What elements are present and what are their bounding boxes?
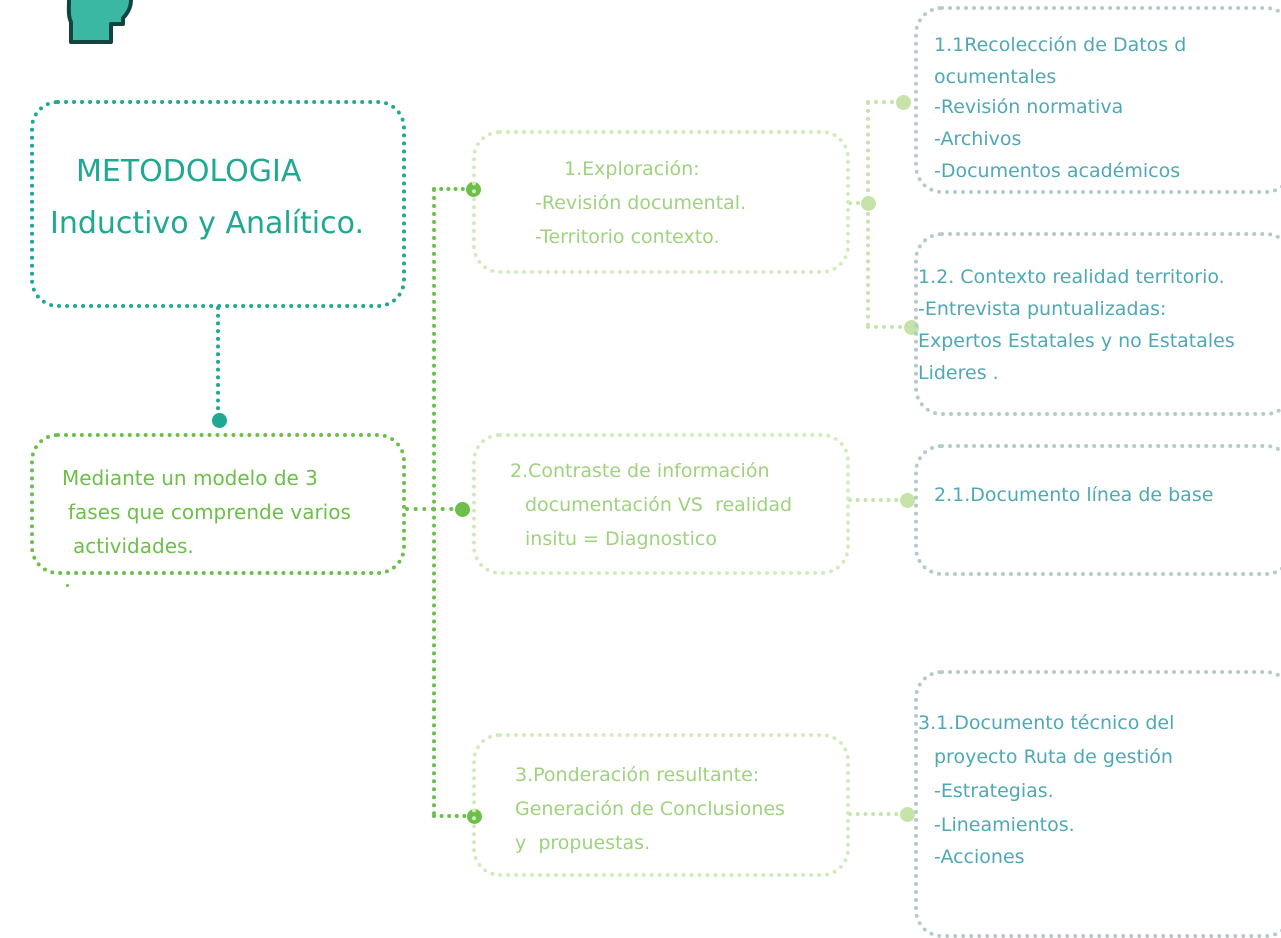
connector-branch-to-detail-1 bbox=[866, 100, 902, 104]
detail-1-1-line-2: ocumentales bbox=[934, 66, 1057, 88]
phase-2-line-3: insitu = Diagnostico bbox=[525, 528, 717, 550]
detail-1-2-box bbox=[914, 232, 1281, 416]
detail-1-2-line-2: -Entrevista puntualizadas: bbox=[918, 298, 1167, 320]
connector-node bbox=[899, 492, 915, 508]
model-line-3: actividades. bbox=[73, 534, 194, 558]
detail-3-1-line-1: 3.1.Documento técnico del bbox=[918, 712, 1175, 734]
stray-dot bbox=[66, 584, 69, 587]
detail-2-1-box bbox=[914, 444, 1281, 576]
detail-2-1-line-1: 2.1.Documento línea de base bbox=[934, 484, 1214, 506]
connector-trunk bbox=[432, 188, 436, 816]
connector-phase-2-to-detail-3 bbox=[848, 498, 906, 502]
detail-1-2-line-3: Expertos Estatales y no Estatales bbox=[918, 330, 1235, 352]
model-line-2: fases que comprende varios bbox=[68, 500, 351, 524]
phase-3-line-3: y propuestas. bbox=[515, 832, 651, 854]
connector-node bbox=[895, 94, 911, 110]
connector-node bbox=[899, 806, 915, 822]
phase-2-line-2: documentación VS realidad bbox=[525, 494, 793, 516]
connector-model-to-trunk bbox=[405, 507, 435, 511]
phase-3-box bbox=[472, 733, 850, 877]
detail-3-1-line-4: -Lineamientos. bbox=[934, 814, 1075, 836]
connector-trunk-to-phase-3 bbox=[432, 814, 474, 818]
connector-phase-1-out bbox=[848, 201, 868, 205]
connector-main-to-model bbox=[216, 306, 220, 418]
connector-phase-1-branch bbox=[866, 101, 870, 327]
methodology-subtitle: Inductivo y Analítico. bbox=[50, 206, 364, 241]
head-with-gear-icon bbox=[66, 0, 133, 44]
phase-1-line-1: 1.Exploración: bbox=[564, 158, 700, 180]
detail-1-1-line-5: -Documentos académicos bbox=[934, 160, 1181, 182]
phase-3-line-1: 3.Ponderación resultante: bbox=[515, 764, 760, 786]
detail-3-1-line-3: -Estrategias. bbox=[934, 780, 1054, 802]
phase-1-box bbox=[472, 130, 850, 274]
detail-3-1-line-2: proyecto Ruta de gestión bbox=[934, 746, 1173, 768]
detail-1-1-line-1: 1.1Recolección de Datos d bbox=[934, 34, 1187, 56]
methodology-title: METODOLOGIA bbox=[76, 154, 302, 189]
detail-1-1-box bbox=[914, 6, 1281, 194]
phase-1-line-2: -Revisión documental. bbox=[535, 192, 747, 214]
model-box bbox=[30, 433, 406, 575]
phase-2-box bbox=[472, 433, 850, 575]
connector-node bbox=[454, 501, 470, 517]
connector-trunk-to-phase-1 bbox=[432, 187, 472, 191]
detail-1-2-line-1: 1.2. Contexto realidad territorio. bbox=[918, 266, 1225, 288]
model-line-1: Mediante un modelo de 3 bbox=[62, 466, 318, 490]
phase-3-line-2: Generación de Conclusiones bbox=[515, 798, 785, 820]
detail-3-1-box bbox=[914, 670, 1281, 938]
detail-1-1-line-4: -Archivos bbox=[934, 128, 1022, 150]
methodology-box bbox=[30, 100, 406, 308]
connector-node bbox=[211, 412, 227, 428]
detail-1-1-line-3: -Revisión normativa bbox=[934, 96, 1124, 118]
connector-trunk-to-phase-2 bbox=[432, 507, 462, 511]
connector-branch-to-detail-2 bbox=[866, 325, 910, 329]
connector-node bbox=[860, 195, 876, 211]
phase-2-line-1: 2.Contraste de información bbox=[510, 460, 770, 482]
connector-phase-3-to-detail-4 bbox=[848, 812, 906, 816]
detail-1-2-line-4: Lideres . bbox=[918, 362, 999, 384]
phase-1-line-3: -Territorio contexto. bbox=[535, 226, 720, 248]
detail-3-1-line-5: -Acciones bbox=[934, 846, 1025, 868]
